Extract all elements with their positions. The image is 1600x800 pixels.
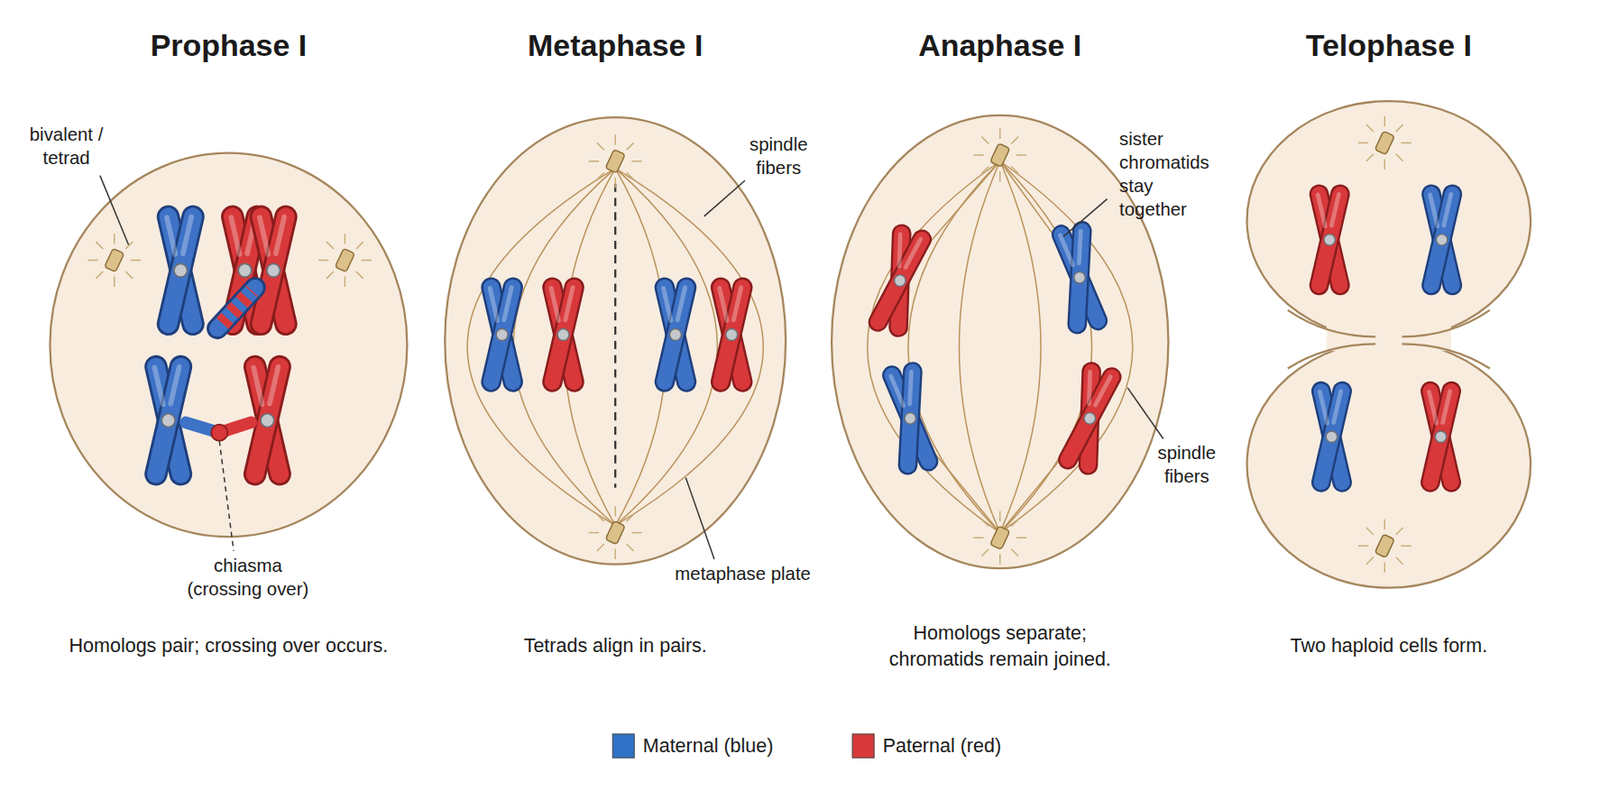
leader-line bbox=[704, 180, 745, 217]
stage-panel: Telophase I Two haploid cells form. bbox=[1195, 20, 1583, 674]
spindle-fiber bbox=[908, 161, 1001, 534]
centriole bbox=[973, 128, 1027, 183]
spindle-fiber bbox=[1000, 161, 1041, 534]
paternal-chromosome bbox=[1055, 358, 1125, 479]
daughter-cell bbox=[1247, 340, 1532, 589]
maternal-chromosome bbox=[1048, 219, 1110, 337]
paternal-chromosome bbox=[1419, 380, 1462, 493]
stage-caption: Homologs separate; chromatids remain joi… bbox=[872, 620, 1128, 672]
crossover-segment bbox=[217, 287, 256, 329]
centriole bbox=[1358, 116, 1412, 170]
maternal-chromosome bbox=[653, 276, 698, 394]
spindle-fiber bbox=[513, 168, 616, 526]
leader-line bbox=[100, 175, 129, 246]
stage-title: Prophase I bbox=[34, 27, 423, 65]
legend-swatch bbox=[852, 733, 875, 758]
spindle-fiber bbox=[867, 161, 1001, 534]
stage-title: Metaphase I bbox=[421, 27, 810, 65]
callout-label: sister chromatids stay together bbox=[1119, 127, 1216, 221]
leader-line bbox=[685, 477, 715, 560]
daughter-cell bbox=[1247, 101, 1532, 341]
callout-label: spindle fibers bbox=[732, 133, 825, 181]
callout-label: chiasma (crossing over) bbox=[176, 553, 320, 601]
paternal-chromosome bbox=[1308, 183, 1351, 296]
callout-label: metaphase plate bbox=[641, 561, 846, 586]
crossover-stripe bbox=[222, 290, 253, 323]
maternal-chromosome bbox=[1420, 183, 1463, 296]
stage-title: Anaphase I bbox=[806, 27, 1195, 65]
cell-membrane bbox=[444, 117, 786, 565]
spindle-fiber bbox=[1000, 161, 1093, 534]
centriole bbox=[973, 511, 1027, 565]
cell-membrane bbox=[831, 115, 1168, 569]
chiasma-point bbox=[211, 424, 228, 442]
leader-line bbox=[1063, 199, 1108, 238]
leader-line bbox=[1127, 387, 1164, 440]
spindle-fiber bbox=[615, 168, 718, 526]
maternal-chromosome bbox=[1310, 380, 1352, 493]
legend-text: Maternal (blue) bbox=[643, 733, 774, 758]
spindle-fiber bbox=[467, 168, 616, 526]
centriole bbox=[1358, 519, 1412, 573]
stage-panel: Anaphase I Homologs separate; chromatids … bbox=[806, 20, 1195, 674]
maternal-chromosome bbox=[880, 359, 941, 478]
paternal-chromosome bbox=[709, 276, 754, 394]
callout-label: bivalent / tetrad bbox=[20, 123, 113, 171]
stage-title: Telophase I bbox=[1195, 27, 1583, 65]
paternal-chromosome bbox=[248, 204, 299, 337]
centriole bbox=[87, 233, 141, 287]
stage-caption: Tetrads align in pairs. bbox=[421, 632, 810, 658]
paternal-chromosome bbox=[864, 220, 935, 341]
legend-swatch bbox=[612, 733, 635, 758]
callout-label: spindle fibers bbox=[1140, 441, 1233, 489]
cleavage-furrow bbox=[1402, 310, 1490, 337]
spindle-fiber bbox=[615, 168, 764, 526]
cell-membrane bbox=[49, 153, 407, 537]
maternal-chromosome bbox=[156, 204, 206, 337]
maternal-chromosome bbox=[480, 276, 525, 394]
stage-caption: Two haploid cells form. bbox=[1195, 632, 1583, 658]
crossover-segment bbox=[217, 287, 256, 329]
paternal-chromosome bbox=[541, 276, 585, 394]
cleavage-furrow bbox=[1287, 310, 1376, 337]
leader-line bbox=[219, 441, 234, 552]
spindle-fiber bbox=[958, 161, 1000, 534]
cleavage-furrow bbox=[1287, 343, 1376, 368]
spindle-fiber bbox=[615, 168, 667, 526]
spindle-fiber bbox=[1000, 161, 1133, 534]
centriole bbox=[588, 134, 643, 188]
centriole bbox=[588, 505, 643, 560]
cleavage-furrow bbox=[1402, 343, 1490, 368]
stage-caption: Homologs pair; crossing over occurs. bbox=[34, 632, 423, 658]
centriole bbox=[318, 233, 372, 287]
metaphase-plate-line bbox=[614, 183, 617, 488]
legend-text: Paternal (red) bbox=[882, 733, 1002, 758]
